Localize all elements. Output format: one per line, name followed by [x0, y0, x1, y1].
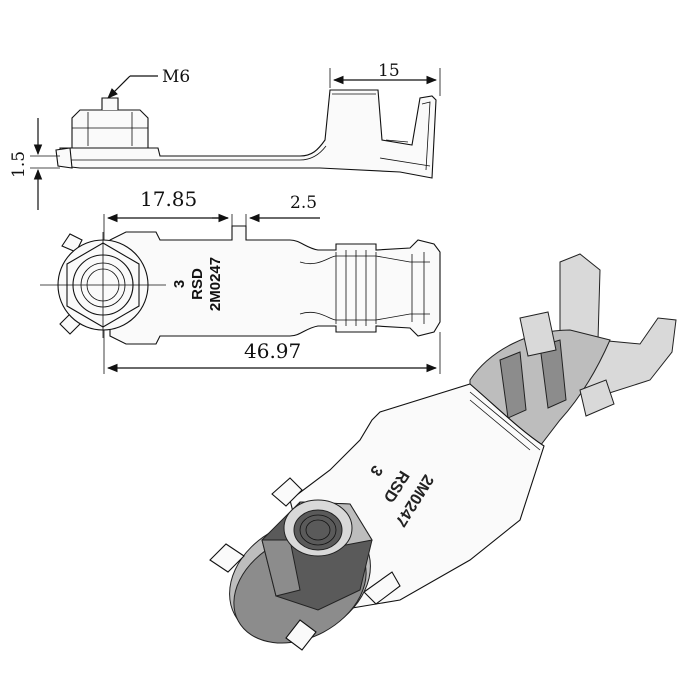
- width-label: 15: [378, 61, 400, 81]
- slot-label: 2.5: [290, 193, 317, 213]
- isometric-view: 3 RSD 2M0247: [209, 253, 677, 651]
- dim-15: 15: [329, 61, 441, 96]
- dim-2-5: 2.5: [212, 193, 320, 226]
- dim-17-85: 17.85: [103, 187, 233, 240]
- marking-line3: 2M0247: [207, 257, 224, 311]
- dim-1-5: 1.5: [9, 118, 60, 210]
- thread-label: M6: [162, 67, 190, 87]
- length-label: 46.97: [244, 339, 301, 363]
- hole-offset-label: 17.85: [140, 187, 197, 211]
- side-view: [55, 89, 437, 179]
- dim-46-97: 46.97: [103, 330, 441, 374]
- thickness-label: 1.5: [9, 151, 29, 178]
- marking-line1: 3: [171, 280, 188, 288]
- marking-line2: RSD: [189, 268, 206, 300]
- m6-callout: M6: [107, 67, 190, 99]
- top-view: 3 RSD 2M0247: [40, 225, 441, 345]
